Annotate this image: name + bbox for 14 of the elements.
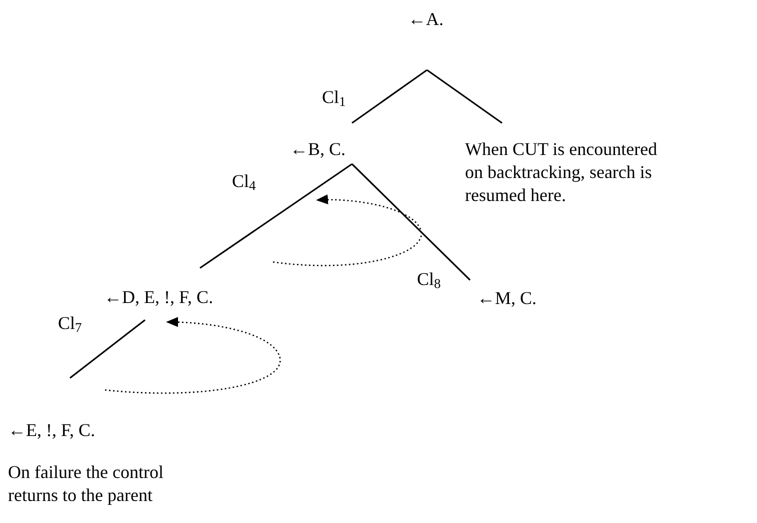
goal-text: ←A.: [408, 8, 444, 31]
tree-branch-line: [426, 69, 502, 124]
note-text: When CUT is encountered on backtracking, search is resumed here.: [465, 138, 670, 207]
tree-branch-line: [352, 69, 428, 124]
dotted-arrow: [272, 194, 422, 266]
dotted-arrow: [104, 317, 281, 394]
tree-branch-line: [200, 163, 352, 269]
tree-branch-line: [351, 163, 471, 281]
goal-text: ←E, !, F, C.: [8, 419, 96, 442]
tree-branch-line: [70, 319, 146, 379]
goal-text: ←B, C.: [290, 138, 346, 161]
note-text: On failure the control returns to the parent: [8, 461, 164, 507]
goal-text: ←D, E, !, F, C.: [104, 286, 214, 309]
goal-text: ←M, C.: [477, 287, 537, 310]
